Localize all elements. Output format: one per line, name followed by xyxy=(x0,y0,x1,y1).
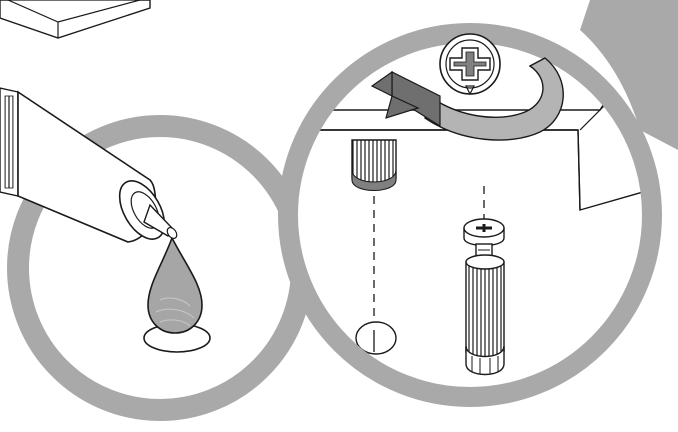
adjustable-foot-icon xyxy=(463,218,505,376)
rotate-arrow-icon xyxy=(370,57,564,141)
box-corner-illustration xyxy=(0,0,151,39)
glue-drop-icon xyxy=(143,236,211,353)
foot-detail-ring xyxy=(278,23,662,407)
screw-head-icon xyxy=(439,33,501,96)
floor-mark-icon xyxy=(355,321,397,355)
glue-tube-icon xyxy=(0,87,178,243)
callout-pointer xyxy=(580,0,678,150)
threaded-insert-icon xyxy=(351,139,397,191)
